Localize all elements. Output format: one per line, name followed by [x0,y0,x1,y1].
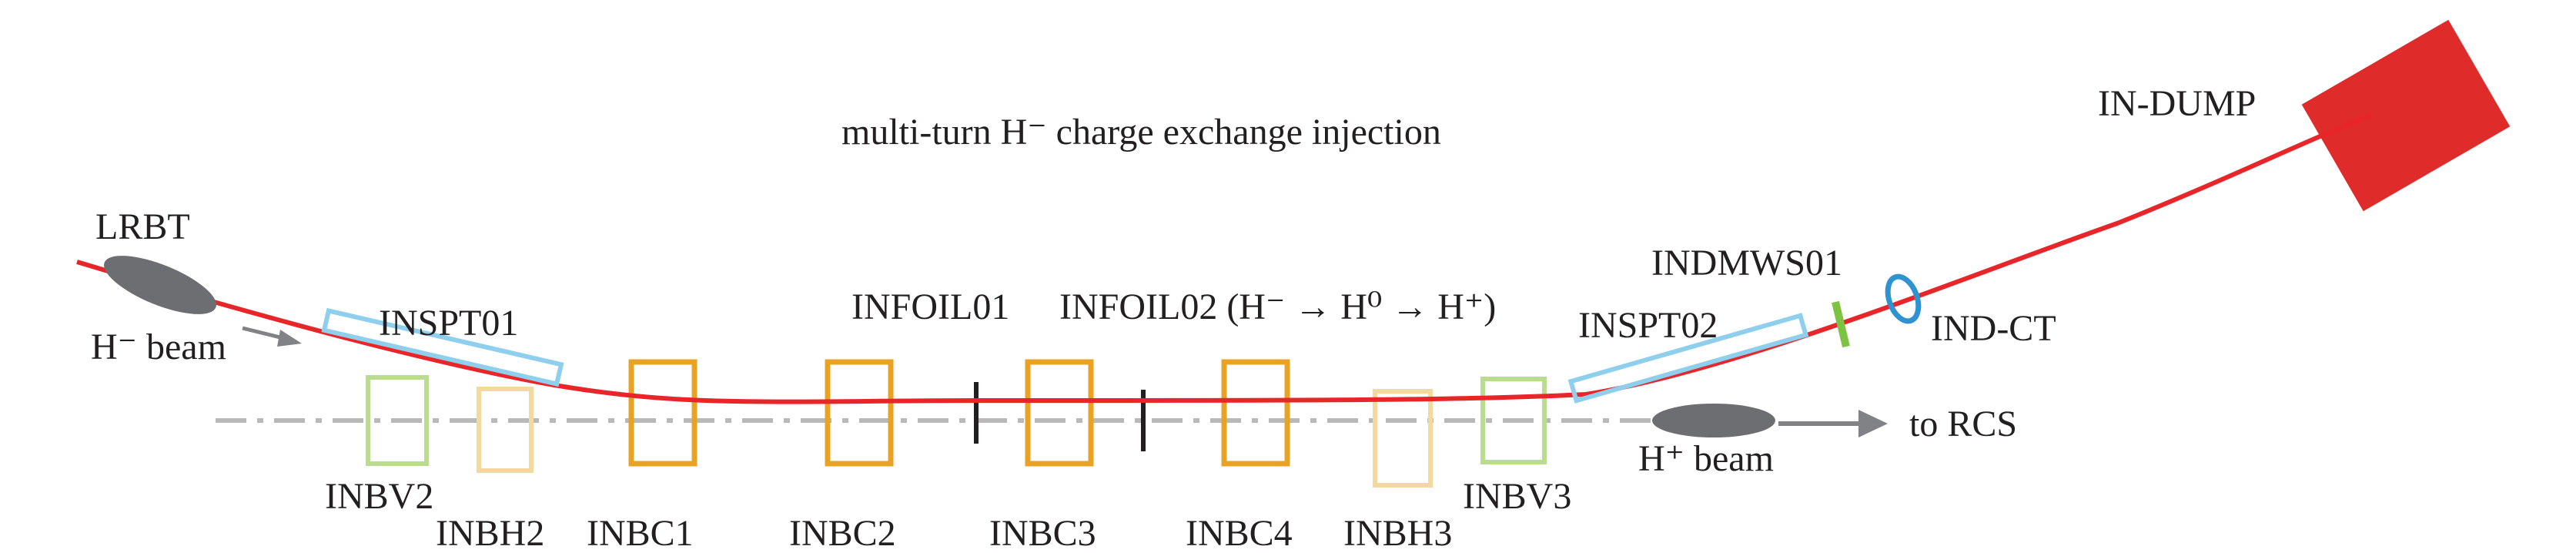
inbc3-label: INBC3 [989,513,1096,553]
indmws01-wire-scanner [1832,300,1850,348]
inspt01-label: INSPT01 [379,303,518,344]
beam-trajectory [76,113,2373,404]
inbc1-label: INBC1 [587,513,694,553]
inbc4-magnet [1221,359,1290,467]
inbv3-magnet [1480,377,1547,464]
diagram-title: multi-turn H⁻ charge exchange injection [841,112,1441,152]
lrbt-label: LRBT [95,206,190,247]
indmws01-label: INDMWS01 [1651,243,1842,283]
inbh3-magnet [1373,389,1433,488]
inspt02-septum [1567,313,1809,404]
inbv3-label: INBV3 [1463,476,1571,517]
inbc2-label: INBC2 [789,513,896,553]
hminus-arrow-head [277,330,302,347]
to-rcs-arrow-head [1858,410,1888,437]
inbc4-label: INBC4 [1186,513,1293,553]
inbh2-magnet [477,387,534,473]
in-dump-block [2301,19,2511,212]
hplus-beam-blob [1652,404,1775,437]
hminus-beam-blob [104,256,216,314]
inbh2-label: INBH2 [436,513,544,553]
ind-ct-transformer [1885,273,1922,324]
ind-ct-label: IND-CT [1931,308,2056,349]
inspt01-septum [321,307,564,387]
in-dump-label: IN-DUMP [2098,83,2256,124]
inbc3-magnet [1025,359,1094,467]
inbc2-magnet [825,359,894,467]
inbh3-label: INBH3 [1343,513,1452,553]
hplus-beam-label: H⁺ beam [1638,438,1774,479]
infoil02-label: INFOIL02 (H⁻ → H⁰ → H⁺) [1059,287,1496,327]
to-rcs-label: to RCS [1909,404,2017,444]
inspt02-label: INSPT02 [1578,305,1718,346]
inbc1-magnet [628,359,698,467]
inbv2-magnet [366,375,429,466]
hminus-beam-label: H⁻ beam [91,327,226,367]
infoil01-label: INFOIL01 [851,287,1009,327]
inbv2-label: INBV2 [325,476,433,517]
